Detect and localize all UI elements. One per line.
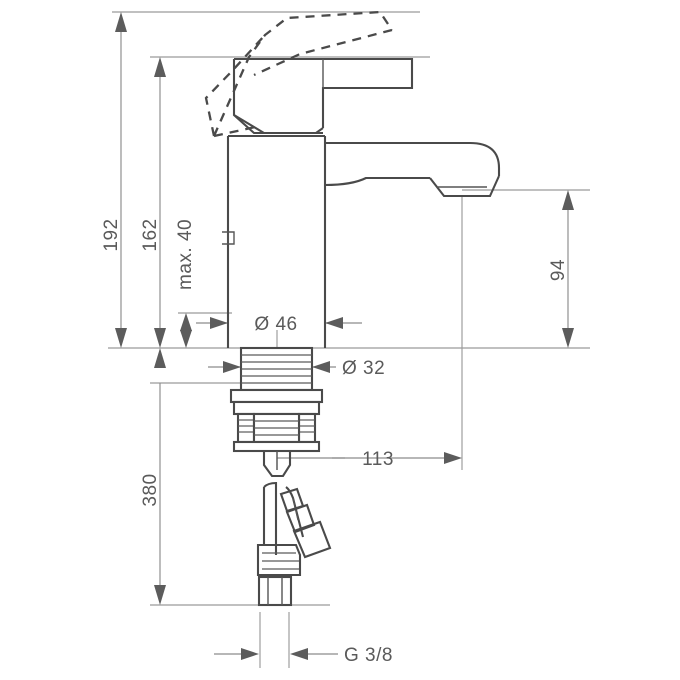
extension-lines (108, 11, 590, 668)
thread-connector-nut (257, 575, 293, 607)
dimension-label-94: 94 (548, 259, 569, 281)
mounting-shank (239, 346, 314, 392)
dimension-label-diameter-32: Ø 32 (342, 358, 385, 379)
dimension-diameter-32: Ø 32 (208, 358, 385, 379)
dimension-max-40: max. 40 (175, 219, 196, 348)
dimension-label-thread: G 3/8 (344, 645, 393, 666)
dimension-label-162: 162 (140, 218, 161, 251)
dimension-94: 94 (548, 190, 574, 348)
mounting-flange (229, 388, 324, 416)
dimension-label-192: 192 (101, 218, 122, 251)
dimension-162: 162 (140, 57, 166, 348)
dimension-label-380: 380 (140, 473, 161, 506)
dimension-label-max-40: max. 40 (175, 219, 196, 290)
dimension-diameter-46: Ø 46 (196, 314, 362, 335)
lever-raised-position-outline (204, 10, 393, 138)
dimension-380: 380 (140, 348, 166, 605)
hose-fittings (256, 487, 332, 577)
spout-arm (324, 141, 501, 187)
dimension-label-diameter-46: Ø 46 (254, 314, 297, 335)
lever-handle (232, 57, 414, 135)
dimension-113: 113 (277, 449, 462, 470)
dimension-thread-g38: G 3/8 (214, 645, 393, 666)
dimension-192: 192 (101, 12, 127, 348)
aerator-outlet (429, 175, 500, 198)
dimension-label-113: 113 (362, 449, 394, 470)
connector-stem (262, 451, 292, 478)
threaded-clamp-assembly (232, 412, 321, 453)
body-detail-notch (222, 231, 235, 245)
